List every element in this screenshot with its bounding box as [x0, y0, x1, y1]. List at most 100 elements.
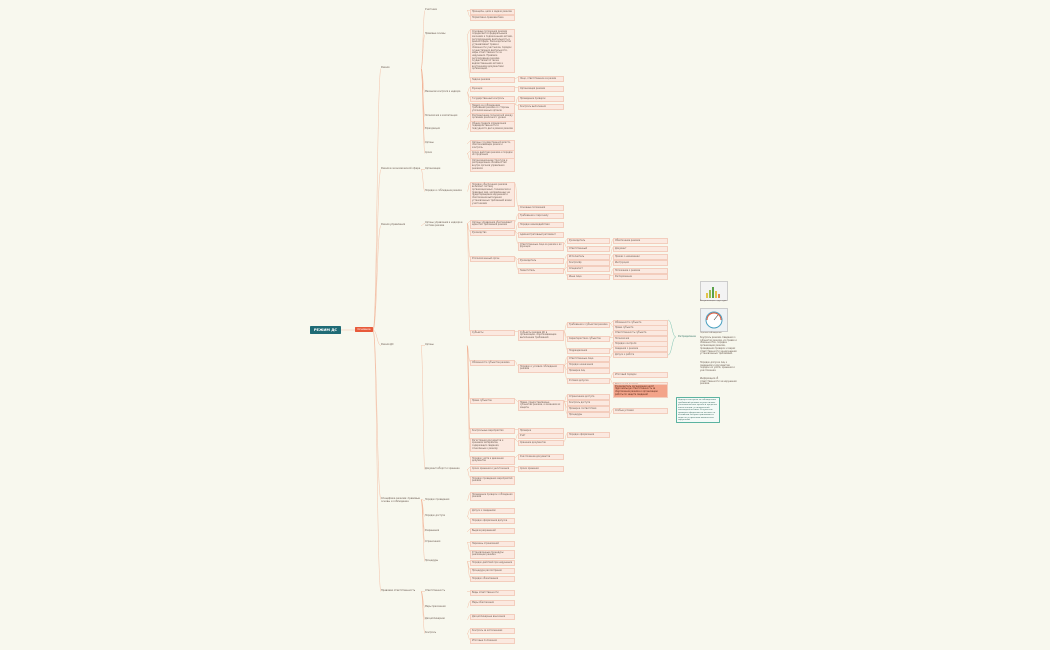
- mindmap-node-l4[interactable]: Порядок взаимодействия: [518, 222, 564, 228]
- mindmap-node-l6[interactable]: Обеспечение режима: [613, 238, 668, 244]
- mindmap-node-l6[interactable]: Итоговый порядок: [613, 372, 668, 378]
- mindmap-node-l3[interactable]: Порядок обеспечения режима включает сист…: [470, 182, 515, 207]
- mindmap-node-l3[interactable]: Процедура рассмотрения: [470, 568, 515, 574]
- mindmap-node-l5[interactable]: Специалист: [567, 266, 610, 272]
- mindmap-node-l3[interactable]: Виды ответственности: [470, 590, 515, 596]
- mindmap-node-l3[interactable]: Руководство: [470, 230, 515, 236]
- mindmap-node-l2[interactable]: Дисциплинарная: [425, 617, 445, 620]
- mindmap-node-l3[interactable]: Органы управления обеспечивают единство …: [470, 220, 515, 229]
- mindmap-node-l3[interactable]: Субъекты: [470, 330, 515, 336]
- mindmap-node-l4[interactable]: Уничтожение документов: [518, 454, 564, 460]
- mindmap-node-l5[interactable]: Процедуры: [567, 412, 610, 418]
- mindmap-node-l2[interactable]: Разрешения: [425, 529, 440, 532]
- mindmap-node-l2[interactable]: Юрисдикция: [425, 127, 440, 130]
- mindmap-node-l2[interactable]: Контроль: [425, 631, 437, 634]
- mindmap-node-l4[interactable]: Субъекты режима ДС в организации, обеспе…: [518, 330, 564, 342]
- mindmap-node-l1[interactable]: Режим: [381, 66, 390, 69]
- mindmap-node-l5[interactable]: Руководитель: [567, 238, 610, 244]
- mindmap-node-l3[interactable]: Нормативно-правовая база: [470, 15, 515, 21]
- mindmap-node-l5[interactable]: Порядок назначения: [567, 362, 610, 368]
- mindmap-node-l3[interactable]: Порядок оформления допуска: [470, 518, 515, 524]
- mindmap-node-l4[interactable]: Права, предоставляемые субъектам режима,…: [518, 400, 564, 412]
- mindmap-node-l3[interactable]: Организационная структура и распределени…: [470, 158, 515, 172]
- mindmap-node-l3[interactable]: Регистрация документов и хранение матери…: [470, 438, 515, 452]
- mindmap-node-l4[interactable]: Руководитель: [518, 258, 564, 264]
- mindmap-node-l3[interactable]: Задачи режима: [470, 77, 515, 83]
- mindmap-node-l3[interactable]: Функции: [470, 86, 515, 92]
- mindmap-node-l3[interactable]: Порядок учёта и движения документов: [470, 456, 515, 465]
- mindmap-node-l6[interactable]: Ответственность субъекта: [613, 330, 668, 336]
- mindmap-node-l5[interactable]: Контроль доступа: [567, 400, 610, 406]
- mindmap-node-l3[interactable]: Сроки хранения и уничтожения: [470, 466, 515, 472]
- mindmap-node-l4[interactable]: Ответственные лица за режим и их функции: [518, 242, 564, 251]
- mindmap-node-l4[interactable]: Хранение документов: [518, 440, 564, 446]
- mindmap-node-l2[interactable]: Органы: [425, 141, 434, 144]
- mindmap-node-l4[interactable]: Организация режима: [518, 86, 564, 92]
- mindmap-node-l2[interactable]: Ответственность: [425, 589, 445, 592]
- mindmap-node-l6[interactable]: Положение о режиме: [613, 268, 668, 274]
- mindmap-node-l5[interactable]: Ограничение доступа: [567, 394, 610, 400]
- mindmap-node-l5[interactable]: Подразделения: [567, 348, 610, 354]
- mindmap-node-l3[interactable]: Меры обеспечения: [470, 600, 515, 606]
- mindmap-node-l3[interactable]: Итоговые положения: [470, 638, 515, 644]
- mindmap-node-l2[interactable]: Органы управления и надзора в системе ре…: [425, 221, 463, 227]
- mindmap-node-l1[interactable]: Режим ДС: [381, 343, 394, 346]
- mindmap-node-l3[interactable]: Основные положения режима определяются ф…: [470, 29, 515, 73]
- mindmap-node-l2[interactable]: Документооборот и хранение: [425, 467, 460, 470]
- mindmap-node-l3[interactable]: Контроль за исполнением: [470, 628, 515, 634]
- mindmap-node-l5[interactable]: Характеристики субъектов: [567, 336, 610, 342]
- mindmap-node-l1[interactable]: Специфика режима: правовые основы и собл…: [381, 497, 420, 503]
- mindmap-node-l2[interactable]: Меры пресечения: [425, 605, 446, 608]
- mindmap-node-l6[interactable]: Приказ о назначении: [613, 254, 668, 260]
- mindmap-node-l2[interactable]: Участники: [425, 8, 438, 11]
- mindmap-node-l2[interactable]: Сроки: [425, 151, 432, 154]
- mindmap-node-l4[interactable]: Порядок и условия соблюдения режима: [518, 364, 564, 373]
- mindmap-node-l3[interactable]: Допуск к сведениям: [470, 508, 515, 514]
- mindmap-node-l6[interactable]: Инструкция: [613, 260, 668, 266]
- mindmap-node-l2[interactable]: Порядок проведения: [425, 498, 450, 501]
- mindmap-node-l3[interactable]: Государственный контроль: [470, 96, 515, 102]
- mindmap-node-l3[interactable]: Установленные процедуры реализации режим…: [470, 550, 515, 559]
- mindmap-node-l2[interactable]: Ограничения: [425, 540, 441, 543]
- mindmap-node-l4[interactable]: Административный регламент: [518, 232, 564, 238]
- mindmap-node-l3[interactable]: Уполномоченный орган: [470, 256, 515, 262]
- mindmap-node-l3[interactable]: Порядок действий при нарушении: [470, 560, 515, 566]
- mindmap-node-l2[interactable]: Механизм контроля и надзора: [425, 90, 461, 93]
- mindmap-node-l4[interactable]: Основные положения: [518, 205, 564, 211]
- mindmap-node-l5[interactable]: Требования к субъектам режима: [567, 322, 610, 328]
- mindmap-node-l4[interactable]: Проведение проверок: [518, 96, 564, 102]
- mindmap-node-l3[interactable]: Обязанности субъектов режима: [470, 360, 515, 366]
- mindmap-node-l4[interactable]: Сроки хранения: [518, 466, 564, 472]
- mindmap-node-l3[interactable]: Проведение проверок соблюдения режима: [470, 492, 515, 501]
- mindmap-node-l6[interactable]: Документ: [613, 246, 668, 252]
- mindmap-node-l5[interactable]: Проверка соответствия: [567, 406, 610, 412]
- mindmap-node-l1[interactable]: Правовая ответственность: [381, 589, 416, 592]
- mindmap-node-l4[interactable]: Требования к персоналу: [518, 213, 564, 219]
- mindmap-node-l5[interactable]: Условия допуска: [567, 378, 610, 384]
- root-node[interactable]: РЕЖИМ ДС: [310, 326, 341, 334]
- mindmap-node-l4[interactable]: Заместитель: [518, 268, 564, 274]
- mindmap-node-l6[interactable]: Сведения о режиме: [613, 346, 668, 352]
- mindmap-node-l3[interactable]: Контрольные мероприятия: [470, 428, 515, 434]
- mindmap-node-l1[interactable]: Режим в экономической сфере: [381, 167, 421, 170]
- mindmap-node-l1[interactable]: Режим управления: [381, 223, 406, 226]
- mindmap-node-l5[interactable]: Ответственный: [567, 246, 610, 252]
- mindmap-node-l3[interactable]: Порядок проведения мероприятий режима: [470, 476, 515, 485]
- mindmap-node-l2[interactable]: Процедуры: [425, 559, 439, 562]
- mindmap-node-l4[interactable]: Лицо, ответственное за режим: [518, 76, 564, 82]
- main-branch-node[interactable]: Основное: [355, 327, 373, 332]
- mindmap-node-l2[interactable]: Порядок доступа: [425, 514, 445, 517]
- mindmap-node-l3[interactable]: Выдача разрешений: [470, 528, 515, 534]
- mindmap-node-l3[interactable]: Перечень ограничений: [470, 541, 515, 547]
- mindmap-node-l6[interactable]: Распоряжение: [613, 274, 668, 280]
- mindmap-node-l5[interactable]: Иные лица: [567, 274, 610, 280]
- mindmap-node-l5[interactable]: Проверка лиц: [567, 368, 610, 374]
- mindmap-node-l5[interactable]: Исполнитель: [567, 254, 610, 260]
- mindmap-node-l3[interactable]: Права субъектов: [470, 398, 515, 404]
- mindmap-node-l2[interactable]: Правовые основы: [425, 32, 446, 35]
- mindmap-node-l2[interactable]: Организации: [425, 167, 441, 170]
- mindmap-node-l6[interactable]: Допуск к работе: [613, 352, 668, 358]
- mindmap-node-l6[interactable]: Особые условия: [613, 408, 668, 414]
- mindmap-node-l4[interactable]: Учёт: [518, 433, 564, 439]
- mindmap-node-l4[interactable]: Контроль выполнения: [518, 104, 564, 110]
